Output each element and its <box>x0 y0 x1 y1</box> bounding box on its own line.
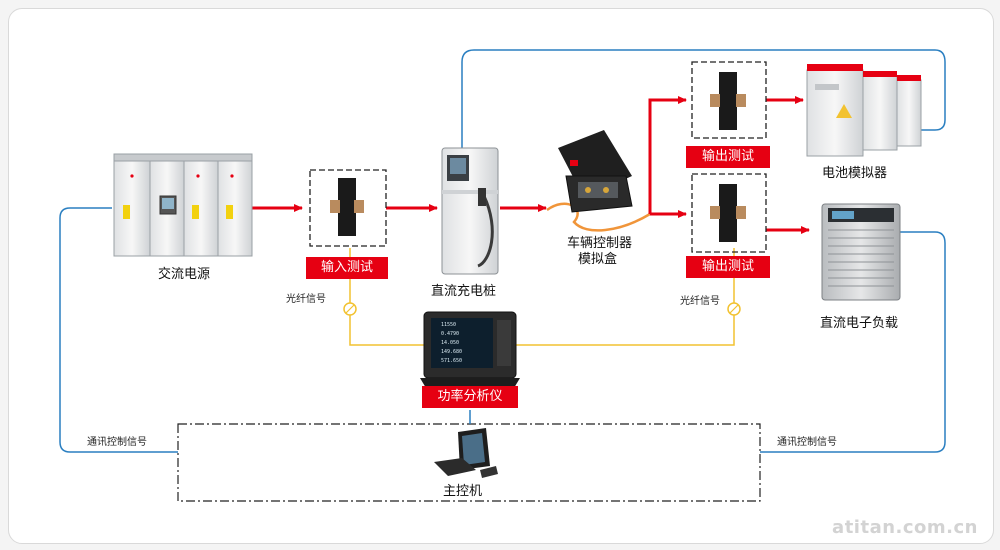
host-dashed-box <box>177 423 761 502</box>
dc-electronic-load <box>821 203 901 301</box>
analyzer-readout: 14.050 <box>441 340 460 346</box>
power-analyzer-device <box>420 311 520 388</box>
output-test-tag-top: 输出测试 <box>686 146 770 168</box>
input-test-sensor <box>309 169 387 247</box>
vehicle-controller-box <box>558 130 633 213</box>
analyzer-readout: 571.650 <box>441 358 463 364</box>
ac-power-label: 交流电源 <box>158 267 211 282</box>
battery-simulator-label: 电池模拟器 <box>822 166 888 181</box>
output-test-sensor-bottom <box>691 173 767 253</box>
power-analyzer-tag: 功率分析仪 <box>422 386 518 408</box>
orange-cable <box>546 202 651 232</box>
dc-charger-pile <box>441 147 499 275</box>
comm-line-top <box>461 49 946 150</box>
comm-lines <box>59 49 946 453</box>
comm-signal-label-right: 通讯控制信号 <box>777 437 837 448</box>
fiber-line-left <box>349 248 428 346</box>
fiber-line-right <box>512 248 735 346</box>
analyzer-readout: 11550 <box>441 322 457 328</box>
output-test-sensor-top <box>691 61 767 139</box>
comm-signal-label-left: 通讯控制信号 <box>87 437 147 448</box>
watermark: atitan.com.cn <box>832 517 978 538</box>
vehicle-controller-label-line1: 车辆控制器 <box>567 236 633 251</box>
vehicle-controller-label-line2: 模拟盒 <box>578 252 618 267</box>
comm-line-right <box>760 231 946 453</box>
fiber-signal-label-left: 光纤信号 <box>286 294 326 305</box>
comm-line-left <box>59 207 178 453</box>
fiber-signal-label-right: 光纤信号 <box>680 296 720 307</box>
dc-charger-label: 直流充电桩 <box>431 284 497 299</box>
output-test-tag-bottom: 输出测试 <box>686 256 770 278</box>
analyzer-readout: 0.4790 <box>441 331 460 337</box>
power-flow-arrows <box>252 96 810 234</box>
analyzer-screen: 11550 0.4790 14.050 149.680 571.650 <box>441 321 491 366</box>
battery-simulator <box>806 64 922 157</box>
host-computer <box>434 428 498 478</box>
input-test-tag: 输入测试 <box>306 257 388 279</box>
arrow-split-to-top-output <box>648 96 687 214</box>
dc-load-label: 直流电子负载 <box>820 316 899 331</box>
host-label: 主控机 <box>443 484 483 499</box>
fiber-lines <box>343 248 741 346</box>
ac-power-cabinet <box>113 153 253 257</box>
analyzer-readout: 149.680 <box>441 349 463 355</box>
